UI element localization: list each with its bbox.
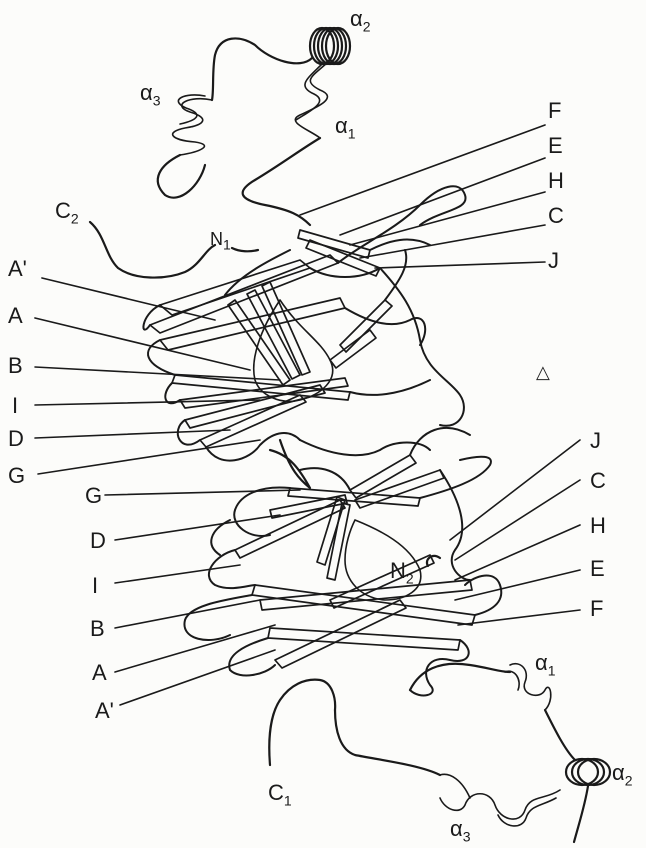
top-helix-a2-coil (310, 28, 350, 64)
bottom-loop-a2-a3 (574, 786, 588, 842)
top-helix-a3-ribbon (173, 95, 212, 155)
strand-label-lr-0: J (590, 430, 601, 452)
leader-lines (35, 125, 580, 705)
bottom-helix-a3-label: α3 (450, 818, 471, 843)
bottom-helix-a2-label: α2 (612, 762, 633, 787)
top-beta-strands (150, 230, 392, 447)
top-n-terminus-label: N1 (210, 230, 231, 252)
bottom-helix-a2-coil (566, 759, 610, 785)
bottom-loop-a1-a2 (545, 710, 575, 760)
top-helix-a1-ribbon (295, 60, 330, 138)
bottom-loop-a3 (335, 710, 440, 775)
top-c-terminal-tail (90, 222, 215, 278)
strand-label-lr-2: H (590, 515, 606, 537)
strand-label-lr-3: E (590, 558, 605, 580)
strand-label-ll-3: B (90, 618, 105, 640)
bottom-loop-sheet-a1 (410, 664, 510, 690)
strand-label-ur-0: F (548, 100, 561, 122)
strand-label-ur-2: H (548, 170, 564, 192)
strand-label-ul-2: B (8, 355, 23, 377)
strand-label-ul-5: G (8, 465, 25, 487)
strand-label-ll-2: I (92, 575, 98, 597)
strand-label-ul-1: A (8, 305, 23, 327)
interdomain-linker (270, 440, 310, 488)
strand-label-ll-1: D (90, 530, 106, 552)
top-helix-a3-label: α3 (140, 82, 161, 107)
strand-label-ur-3: C (548, 205, 564, 227)
top-n-terminal (232, 248, 258, 251)
bottom-c-terminus-label: C1 (268, 782, 292, 807)
strand-label-lr-4: F (590, 598, 603, 620)
strand-label-ll-4: A (92, 662, 107, 684)
strand-label-ll-0: G (85, 485, 102, 507)
top-c-terminus-label: C2 (55, 200, 79, 225)
bottom-n-terminus-label: N2 (390, 560, 414, 585)
bottom-beta-loops (184, 428, 501, 695)
axis-triangle-icon: △ (536, 364, 550, 382)
strand-label-ur-1: E (548, 135, 563, 157)
bottom-helix-a1-label: α1 (535, 652, 556, 677)
strand-label-ur-4: J (548, 250, 559, 272)
bottom-c-terminal-tail (269, 680, 335, 765)
top-loop-a3-a1 (158, 155, 205, 198)
strand-label-ul-3: I (12, 395, 18, 417)
strand-label-ll-5: A' (95, 700, 114, 722)
strand-label-ul-0: A' (8, 258, 27, 280)
top-helix-a1-label: α1 (335, 115, 356, 140)
top-helix-a2-label: α2 (350, 8, 371, 33)
strand-label-ul-4: D (8, 428, 24, 450)
strand-label-lr-1: C (590, 470, 606, 492)
top-loop-a2-a3 (212, 38, 312, 100)
